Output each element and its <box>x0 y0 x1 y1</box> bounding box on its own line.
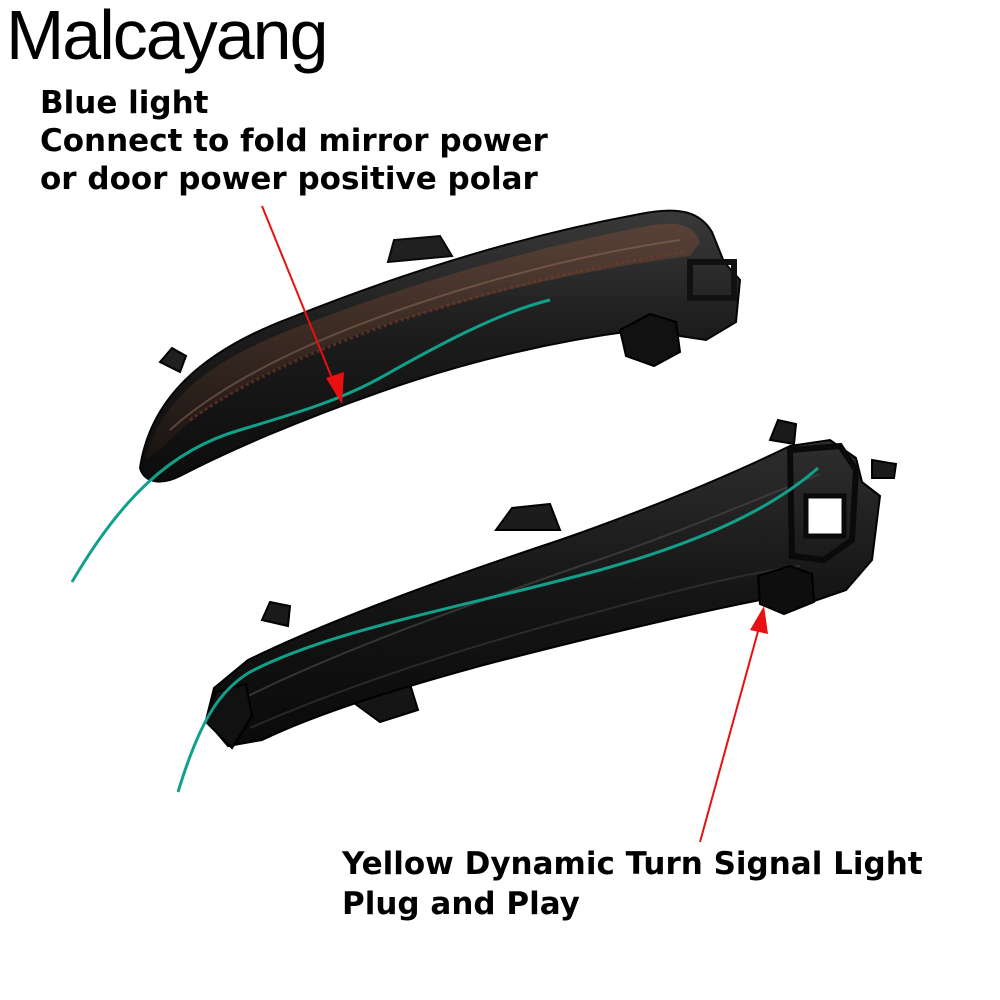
blue-caption-line: Blue light <box>40 85 209 121</box>
yellow-caption-line: Yellow Dynamic Turn Signal Light <box>342 846 923 882</box>
upper-green-wire <box>70 298 551 583</box>
upper-lens-led-strip <box>189 250 685 422</box>
lower-green-wire <box>176 466 819 793</box>
lower-indicator-unit <box>204 418 898 750</box>
yellow-caption-line: Plug and Play <box>342 886 580 922</box>
blue-light-caption: Blue light Connect to fold mirror power … <box>40 84 548 198</box>
lower-connector <box>756 564 816 616</box>
blue-light-arrow <box>261 205 344 404</box>
lower-side-tab <box>871 458 898 479</box>
blue-caption-line: or door power positive polar <box>40 161 538 197</box>
lower-mount-hook <box>768 418 798 446</box>
lower-mount-hook <box>260 600 292 628</box>
lower-housing-ridge <box>249 565 801 729</box>
upper-smoked-lens <box>146 223 700 458</box>
upper-lens-highlight <box>169 239 681 431</box>
upper-bracket <box>687 259 737 301</box>
lower-clip-tab <box>494 502 562 531</box>
upper-clip-tab <box>386 234 454 264</box>
upper-mount-hook <box>158 346 188 374</box>
yellow-light-arrow <box>699 606 768 843</box>
blue-caption-line: Connect to fold mirror power <box>40 123 548 159</box>
upper-connector <box>618 312 682 368</box>
lower-housing-ridge <box>239 473 821 701</box>
lower-bracket-window <box>803 493 847 539</box>
brand-logo: Malcayang <box>6 0 329 74</box>
lower-housing <box>204 438 882 748</box>
yellow-light-caption: Yellow Dynamic Turn Signal Light Plug an… <box>342 844 923 924</box>
lower-bracket-frame <box>786 442 860 564</box>
